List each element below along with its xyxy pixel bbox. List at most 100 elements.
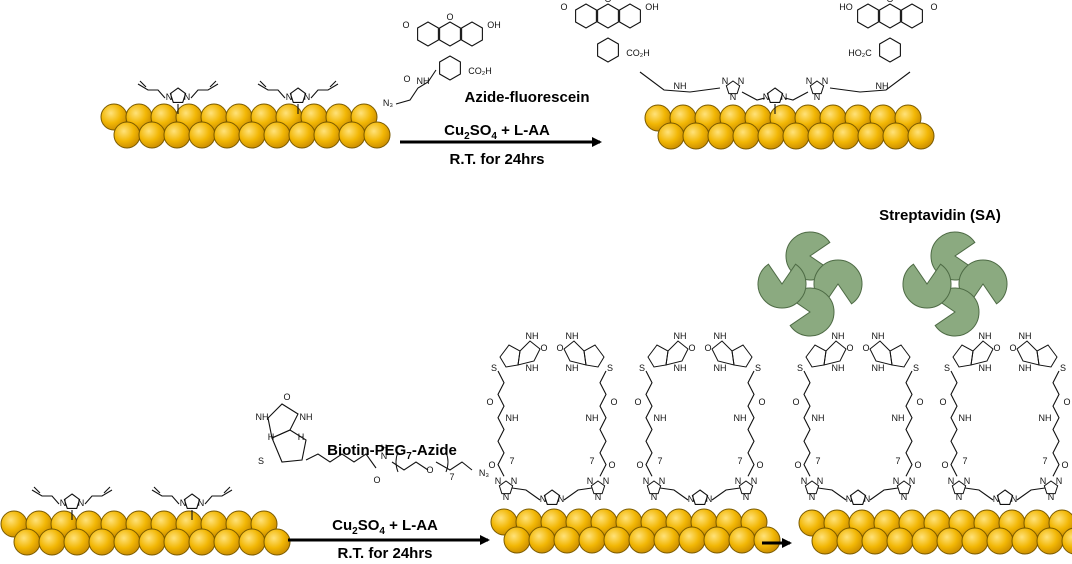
urea-ring (869, 340, 893, 366)
amine-label: NH (1019, 363, 1032, 373)
nitrogen-label: N (743, 492, 750, 502)
gold-atom (1011, 527, 1039, 555)
amide-nh-label: NH (586, 413, 599, 423)
peg-oxygen-label: O (636, 460, 643, 470)
sulfur-label: S (258, 456, 264, 466)
ring (738, 480, 754, 495)
benzene-ring (597, 37, 619, 63)
nitrogen-label: N (304, 92, 311, 102)
urea-ring (1016, 340, 1040, 366)
nitrogen-label: N (806, 76, 813, 86)
streptavidin-proteins (757, 231, 1008, 337)
fluorescein: OHOOHO₂C (839, 0, 938, 63)
ring (289, 87, 307, 104)
nitrogen-label: N (948, 476, 955, 486)
peg-oxygen-label: O (756, 460, 763, 470)
urea-ring (711, 340, 735, 366)
nitrogen-label: N (706, 494, 713, 504)
gold-atom (628, 526, 656, 554)
bond-chain (435, 461, 473, 471)
repeat-count: 7 (895, 456, 900, 466)
nitrogen-label: N (198, 498, 205, 508)
oxygen-label: O (939, 397, 946, 407)
ring (183, 493, 201, 510)
amide-nh-label: NH (417, 76, 430, 86)
amine-label: NH (674, 363, 687, 373)
ring (543, 489, 561, 506)
gold-surface (100, 103, 391, 149)
amide-nh-label: NH (1039, 413, 1052, 423)
oxygen-label: O (446, 12, 453, 22)
oxygen-label: O (556, 343, 563, 353)
nitrogen-label: N (1056, 476, 1063, 486)
nitrogen-label: N (495, 476, 502, 486)
gold-atom (653, 526, 681, 554)
reagent-linker (395, 69, 437, 105)
amine-label: NH (714, 363, 727, 373)
bond (33, 486, 41, 494)
nitrogen-label: N (659, 476, 666, 486)
gold-atom (832, 122, 860, 150)
amide-nh-label: NH (506, 413, 519, 423)
bond-chain (711, 487, 741, 501)
gold-atom (836, 527, 864, 555)
amide-nh-label: NH (812, 413, 825, 423)
peg-oxygen-label: O (488, 460, 495, 470)
amide-nh-label: NH (892, 413, 905, 423)
linker-chain (599, 370, 607, 477)
gold-atom (313, 121, 341, 149)
urea-ring (970, 340, 994, 366)
nitrogen-label: N (503, 492, 510, 502)
nitrogen-label: N (587, 476, 594, 486)
amide-nh-label: NH (734, 413, 747, 423)
gold-atom (678, 526, 706, 554)
peg-chain (391, 461, 429, 471)
amide-nh-label: NH (674, 81, 687, 91)
streptavidin (757, 231, 863, 337)
gold-surface (798, 509, 1072, 555)
benzene-ring (597, 3, 619, 29)
oxygen-label: O (993, 343, 1000, 353)
sulfur-label: S (944, 363, 950, 373)
amide-nh-label: NH (654, 413, 667, 423)
nitrogen-label: N (166, 92, 173, 102)
benzene-ring (879, 3, 901, 29)
thiolane-ring (647, 344, 669, 368)
propargyl-right (190, 83, 219, 99)
sulfur-label: S (639, 363, 645, 373)
ring (951, 480, 967, 495)
amine-label: NH (300, 412, 313, 422)
amide-o-label: O (403, 74, 410, 84)
nitrogen-label: N (730, 92, 737, 102)
nitrogen-label: N (901, 492, 908, 502)
gold-atom (907, 122, 935, 150)
bond (139, 80, 147, 88)
gold-atom (578, 526, 606, 554)
gold-atom (911, 527, 939, 555)
thiolane-ring (499, 344, 521, 368)
reagent-label-fluorescein: Azide-fluorescein (464, 89, 590, 106)
gold-atom (1061, 527, 1072, 555)
nitrogen-label: N (763, 92, 770, 102)
oxygen-label: O (426, 465, 433, 475)
gold-atom (363, 121, 391, 149)
propargyl-left (257, 83, 286, 99)
nitrogen-label: N (809, 492, 816, 502)
amine-label: NH (1019, 331, 1032, 341)
gold-atom (238, 121, 266, 149)
bond-chain (817, 487, 847, 501)
bond-chain (784, 91, 809, 101)
